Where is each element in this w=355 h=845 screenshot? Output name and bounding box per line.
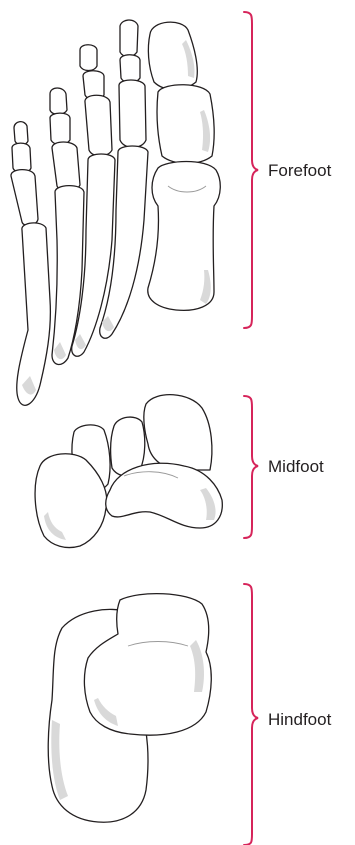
forefoot-label: Forefoot xyxy=(268,162,331,179)
toe-5-distal-phalanx xyxy=(14,122,28,145)
toe-2-middle-phalanx xyxy=(120,55,140,83)
metatarsal-5 xyxy=(17,223,51,405)
toe-3-proximal-phalanx xyxy=(85,95,112,156)
toe-4-distal-phalanx xyxy=(50,88,67,115)
toe-4-middle-phalanx xyxy=(50,113,70,144)
forefoot-bones xyxy=(11,20,220,405)
hindfoot-label: Hindfoot xyxy=(268,711,331,728)
toe-2-proximal-phalanx xyxy=(119,80,146,148)
toe-5-middle-phalanx xyxy=(12,143,31,172)
toe-4-proximal-phalanx xyxy=(52,142,80,191)
hindfoot-bones xyxy=(48,594,211,823)
toe-5-proximal-phalanx xyxy=(11,170,38,226)
midfoot-label: Midfoot xyxy=(268,458,324,475)
brackets xyxy=(244,12,258,845)
medial-cuneiform xyxy=(144,395,212,470)
forefoot-bracket xyxy=(244,12,258,328)
hindfoot-bracket xyxy=(244,584,258,845)
toe-3-distal-phalanx xyxy=(80,45,97,71)
toe-2-distal-phalanx xyxy=(120,20,138,57)
midfoot-bracket xyxy=(244,396,258,538)
midfoot-bones xyxy=(35,395,222,548)
